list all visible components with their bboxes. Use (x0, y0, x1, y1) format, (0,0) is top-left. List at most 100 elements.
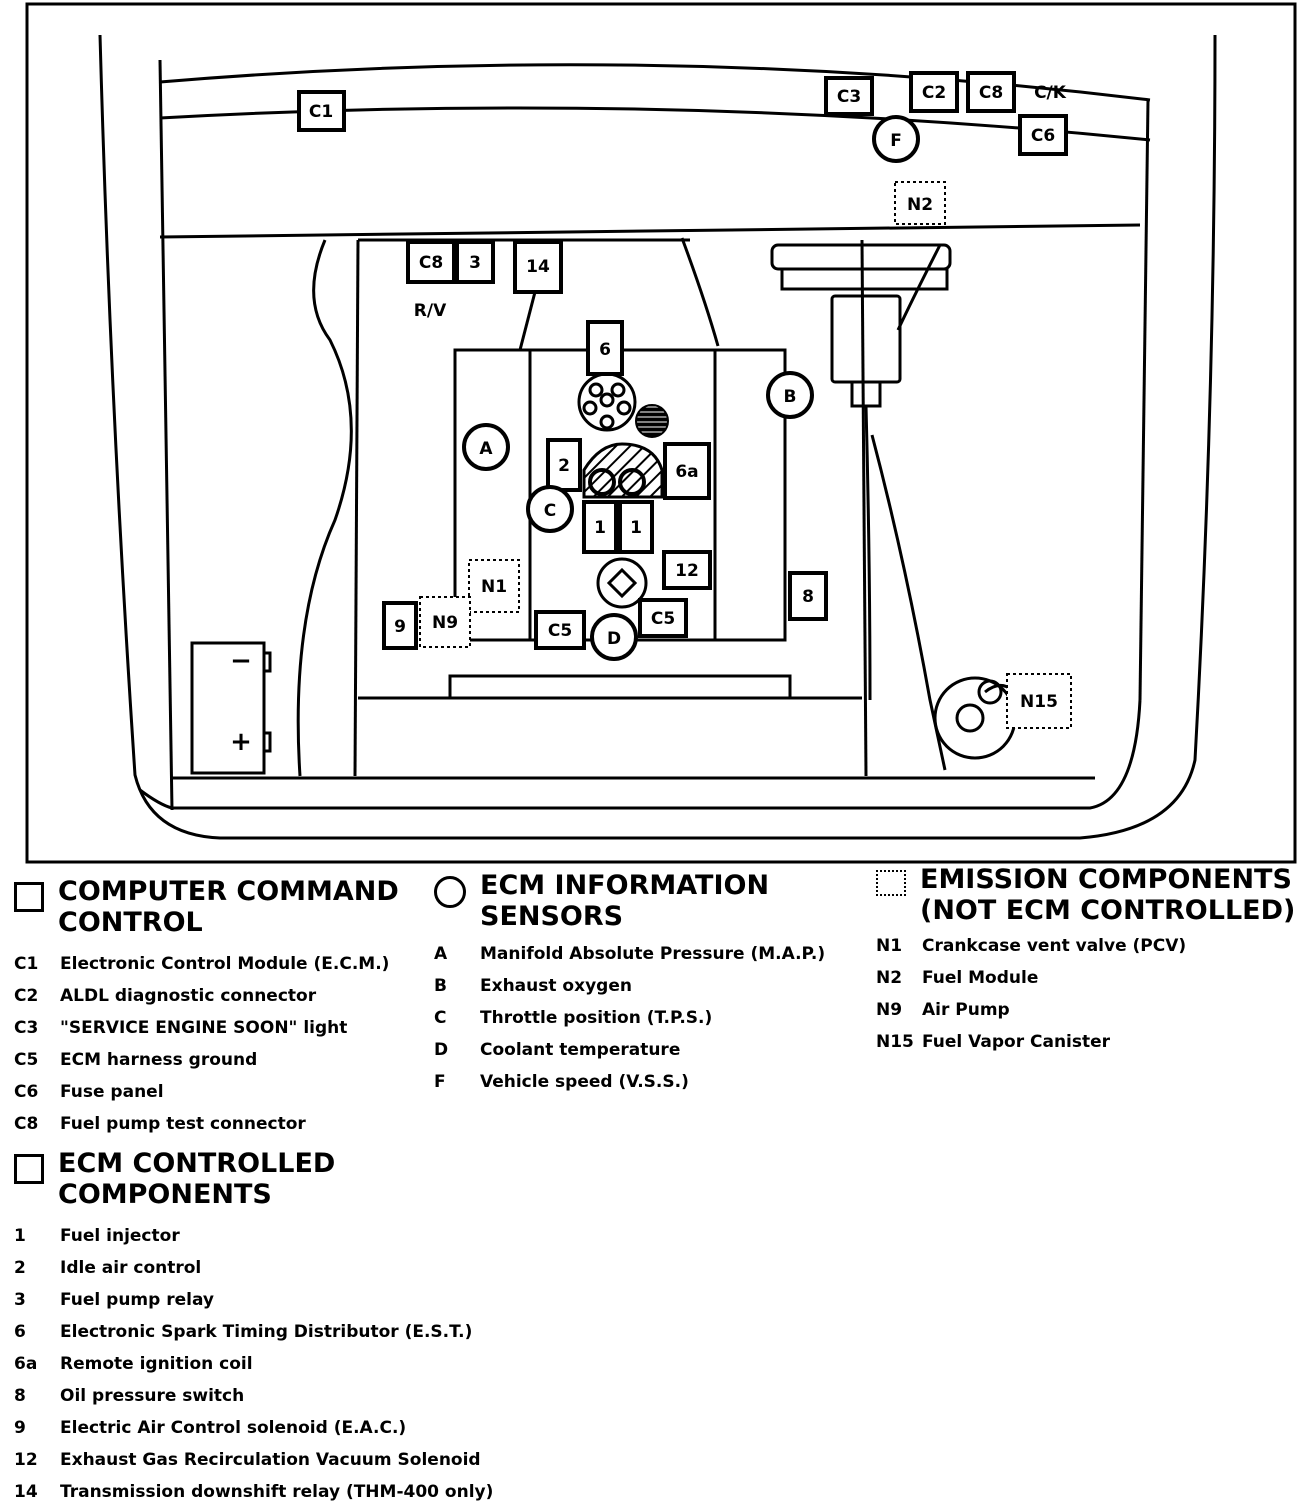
legend-item: C3"SERVICE ENGINE SOON" light (14, 1018, 348, 1038)
callout-a: A (479, 439, 493, 459)
callout-c3-box (824, 76, 874, 116)
callout-b: B (784, 387, 797, 407)
battery-terminal-pos (262, 731, 272, 753)
fuel-module-body (830, 294, 902, 384)
callout-c5a: C5 (548, 621, 572, 641)
callout-c6-box (1018, 114, 1068, 156)
callout-c5b-box (638, 598, 688, 638)
callout-n9: N9 (432, 613, 458, 633)
distributor-terminal (610, 382, 626, 398)
vapor-canister (933, 676, 1017, 760)
callout-d-circle (590, 613, 638, 661)
distributor-terminal (588, 382, 604, 398)
callout-c5a-box (534, 610, 586, 650)
callout-3: 3 (469, 253, 481, 273)
legend-sensors-title-line1: ECM INFORMATION (480, 870, 770, 901)
callout-a-circle (462, 423, 510, 471)
relay-wire-14 (518, 291, 537, 351)
callout-12-box (662, 550, 712, 590)
distributor-terminal (599, 414, 615, 430)
callout-2: 2 (558, 456, 570, 476)
engine-left-edge (353, 239, 360, 777)
callout-rv: R/V (414, 301, 447, 321)
throttle-bore-right (618, 468, 646, 496)
left-fender-line (98, 34, 1217, 840)
canister-port-1 (977, 679, 1003, 705)
callout-n15-box (1006, 673, 1072, 729)
callout-c: C (544, 501, 556, 521)
engine-compartment-diagram: C1 C3 C2 C8 C/K C6 F N2 C8 3 14 R/V 6 B … (25, 2, 1297, 864)
callout-n9-box (419, 596, 471, 648)
callout-3-box (455, 240, 495, 284)
callout-n2: N2 (907, 195, 933, 215)
callout-6-box (586, 320, 624, 376)
coolant-sensor-diamond (606, 567, 638, 599)
left-wall (158, 59, 174, 811)
legend-ccc-title-line2: CONTROL (58, 907, 203, 938)
diagram-frame (25, 2, 1297, 864)
battery-minus: − (230, 646, 252, 676)
dotted-square-symbol (876, 870, 906, 896)
coolant-sensor-housing (596, 557, 648, 609)
legend-emission-title-line2: (NOT ECM CONTROLLED) (920, 895, 1296, 926)
legend-emission-components: EMISSION COMPONENTS (NOT ECM CONTROLLED)… (876, 864, 1295, 1058)
battery-plus: + (230, 727, 252, 757)
sensor-plug (635, 404, 669, 438)
legend-sensors-title-line2: SENSORS (480, 901, 624, 932)
fuel-line-right (870, 434, 947, 771)
callout-14-box (513, 240, 563, 294)
right-wall (1138, 99, 1150, 701)
distributor-terminal (599, 392, 615, 408)
callout-c-circle (526, 485, 574, 533)
callout-1b-box (618, 500, 654, 554)
callout-9: 9 (394, 617, 406, 637)
callout-1b: 1 (630, 518, 642, 538)
callout-c2-box (909, 71, 959, 113)
callout-c8-top-box (966, 71, 1016, 113)
callout-8-box (788, 571, 828, 621)
fuel-module-tip (850, 380, 882, 408)
callout-c8-mid: C8 (419, 253, 443, 273)
legend-emission-title-line1: EMISSION COMPONENTS (920, 864, 1292, 895)
distributor-terminal (616, 400, 632, 416)
manifold-wire (680, 237, 720, 347)
callout-n2-box (894, 181, 946, 225)
engine-right-edge (860, 239, 868, 777)
callout-b-circle (766, 371, 814, 419)
distributor-terminal (582, 400, 598, 416)
engine-sump (448, 674, 792, 698)
callout-c1-box (297, 90, 346, 132)
legend-ecm-title-line2: COMPONENTS (58, 1179, 272, 1210)
callout-1a: 1 (594, 518, 606, 538)
circle-symbol (434, 876, 466, 908)
callout-f-circle (872, 115, 920, 163)
solid-square-symbol (14, 882, 44, 912)
battery-terminal-neg (262, 651, 272, 673)
callout-6: 6 (599, 340, 611, 360)
left-inner-curve (296, 239, 353, 777)
battery (190, 641, 266, 775)
throttle-bore-left (588, 468, 616, 496)
callout-6a-box (663, 442, 711, 500)
callout-9-box (382, 601, 418, 650)
callout-n1: N1 (481, 577, 507, 597)
